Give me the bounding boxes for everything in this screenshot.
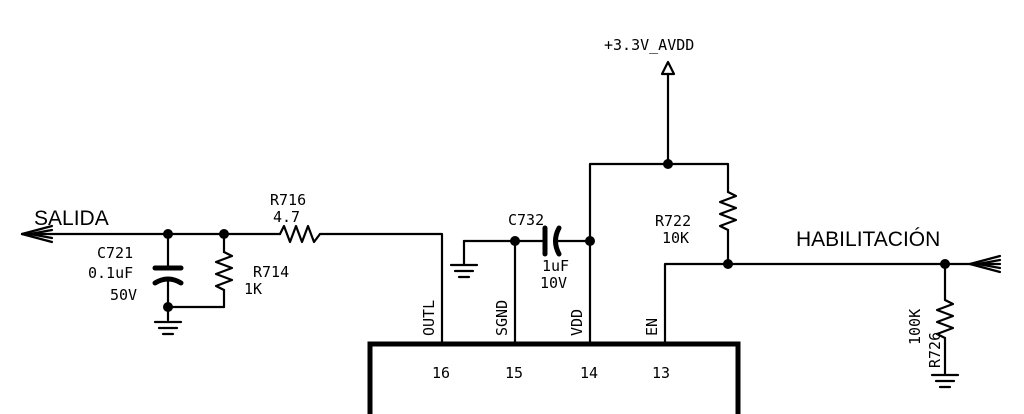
resistor-r722: R722 10K [655,162,738,266]
wire-vdd [588,162,670,346]
pin-name-sgnd: SGND [493,300,511,336]
avdd-label: +3.3V_AVDD [604,36,694,54]
r726-ref: R726 [926,332,944,368]
pin-name-en: EN [643,318,661,336]
resistor-r726: 100K R726 [906,262,955,376]
salida-label: SALIDA [34,207,109,230]
r714-ref: R714 [253,263,289,281]
c721-value: 0.1uF [88,264,133,282]
wire-outl [318,232,444,346]
pin-name-vdd: VDD [568,309,586,336]
r716-value: 4.7 [273,208,300,226]
c721-rating: 50V [110,286,137,304]
habilitacion-label: HABILITACIÓN [796,228,940,251]
power-arrow-icon [660,60,676,76]
pin-number-14: 14 [580,364,598,382]
junction-dot [219,229,229,239]
c732-ref: C732 [508,211,544,229]
wire-en [663,262,1002,346]
ground-symbol [930,373,960,389]
c732-value: 1uF [542,257,569,275]
pin-number-13: 13 [652,364,670,382]
junction-dot [163,229,173,239]
habilitacion-port: HABILITACIÓN [796,228,1002,274]
c732-rating: 10V [540,274,567,292]
salida-port: SALIDA [20,207,109,244]
resistor-r716: R716 4.7 [270,191,322,244]
ground-symbol [449,239,479,279]
r714-value: 1K [244,280,262,298]
r716-ref: R716 [270,191,306,209]
capacitor-c721: C721 0.1uF 50V [88,232,184,322]
pin-number-16: 16 [432,364,450,382]
capacitor-c732: C732 1uF 10V [508,211,592,292]
resistor-r714: R714 1K [166,232,289,309]
pin-name-outl: OUTL [420,300,438,336]
ground-symbol [153,320,183,336]
pin-number-15: 15 [505,364,523,382]
c721-ref: C721 [97,244,133,262]
r722-ref: R722 [655,212,691,230]
r726-value: 100K [906,309,924,345]
ic-body [367,341,741,414]
r722-value: 10K [662,229,689,247]
